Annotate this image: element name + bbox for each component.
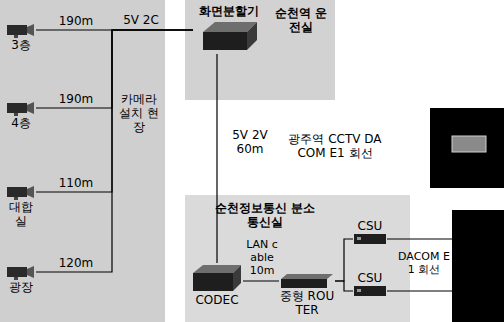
device-front — [281, 279, 327, 288]
device-label: 중형 ROUTER — [279, 289, 335, 317]
router-device: 중형 ROUTER — [279, 273, 335, 317]
room-panel: 순천역 운전실 화면분할기 — [185, 0, 335, 100]
csu-device: CSU — [353, 271, 387, 297]
remote-site-panel — [452, 210, 504, 322]
site-panel: 카메라 설치 현장 3층 4층대합실광장 — [0, 0, 165, 322]
camera: 3층 — [6, 22, 36, 52]
room-title: 카메라 설치 현장 — [118, 92, 160, 134]
camera: 광장 — [6, 264, 36, 294]
label-slot: 광주역 CCTV DACOM E1 회선 — [285, 132, 385, 160]
device-label: CODEC — [191, 293, 243, 307]
codec-device: CODEC — [191, 263, 243, 307]
device-top — [281, 274, 333, 279]
device-label: 대합실 — [6, 200, 36, 228]
split-symbol — [199, 18, 259, 54]
camera-lens — [27, 102, 34, 114]
label-slot: LAN cable 10m — [245, 238, 279, 277]
cam-symbol — [6, 100, 36, 116]
cable-line — [335, 239, 353, 281]
camera-body — [7, 103, 27, 113]
line-note: DACOM E1 회선 — [397, 250, 451, 276]
camera-mount — [14, 35, 18, 38]
csu-symbol — [353, 285, 387, 297]
cable-spec: 5V 2C — [118, 13, 164, 27]
camera: 4층 — [6, 100, 36, 130]
device-label: CSU — [353, 271, 387, 285]
device-front — [354, 234, 386, 244]
camera-mount — [14, 113, 18, 116]
router-symbol — [279, 273, 335, 289]
e1-line — [387, 290, 452, 291]
camera-lens — [27, 186, 34, 198]
device-top — [193, 265, 241, 273]
device-front — [354, 286, 386, 296]
cam-symbol — [6, 264, 36, 280]
room-panel: 순천정보통신 분소 통신실 CODEC 중형 ROUTER CSU CSU — [185, 195, 410, 322]
cable-line — [36, 30, 193, 108]
device-side — [233, 265, 241, 291]
device-side — [247, 22, 257, 50]
camera-body — [7, 187, 27, 197]
camera-mount — [14, 277, 18, 280]
device-label: 4층 — [6, 116, 36, 130]
camera-lens — [27, 266, 34, 278]
cam-symbol — [6, 184, 36, 200]
cable-spec: 190m — [58, 92, 94, 106]
label-slot: 190m — [58, 92, 94, 106]
device-led — [357, 237, 361, 240]
cable-line — [243, 280, 279, 281]
cable-spec: LAN cable 10m — [245, 238, 279, 277]
camera: 대합실 — [6, 184, 36, 228]
remote-site-panel — [430, 108, 504, 188]
camera-body — [7, 267, 27, 277]
camera-lens — [27, 24, 34, 36]
room-ground — [185, 195, 410, 322]
room-ground — [185, 0, 335, 100]
e1-line — [387, 238, 452, 239]
site-note: 광주역 CCTV DACOM E1 회선 — [285, 132, 385, 160]
device-front — [193, 273, 233, 291]
cable-spec: 5V 2V 60m — [228, 128, 272, 156]
room-title: 순천역 운전실 — [271, 6, 331, 34]
cable-line — [36, 30, 193, 272]
room-ground — [0, 0, 165, 322]
label-slot: 5V 2C — [118, 13, 164, 27]
camera-mount — [14, 197, 18, 200]
label-slot: DACOM E1 회선 — [397, 250, 451, 276]
cam-symbol — [6, 22, 36, 38]
remote-device — [452, 136, 486, 152]
cable-spec: 120m — [58, 256, 94, 270]
device-label: 화면분할기 — [193, 4, 265, 18]
device-led — [357, 289, 361, 292]
room-title: 순천정보통신 분소 통신실 — [213, 201, 317, 229]
room-grounds — [0, 0, 410, 322]
label-slot: 110m — [58, 176, 94, 190]
camera-body — [7, 25, 27, 35]
cable-line — [335, 281, 353, 291]
cable-spec: 190m — [58, 14, 94, 28]
cable-line — [36, 30, 193, 192]
cable-spec: 110m — [58, 176, 94, 190]
device-label: 3층 — [6, 38, 36, 52]
device-front — [203, 32, 247, 50]
device-label: CSU — [353, 219, 387, 233]
csu-device: CSU — [353, 219, 387, 245]
cable-line — [216, 54, 217, 263]
label-slot: 120m — [58, 256, 94, 270]
codec-symbol — [191, 263, 243, 293]
label-slot: 5V 2V 60m — [228, 128, 272, 156]
splitter-device: 화면분할기 — [193, 4, 265, 54]
label-slot: 190m — [58, 14, 94, 28]
device-label: 광장 — [6, 280, 36, 294]
csu-symbol — [353, 233, 387, 245]
